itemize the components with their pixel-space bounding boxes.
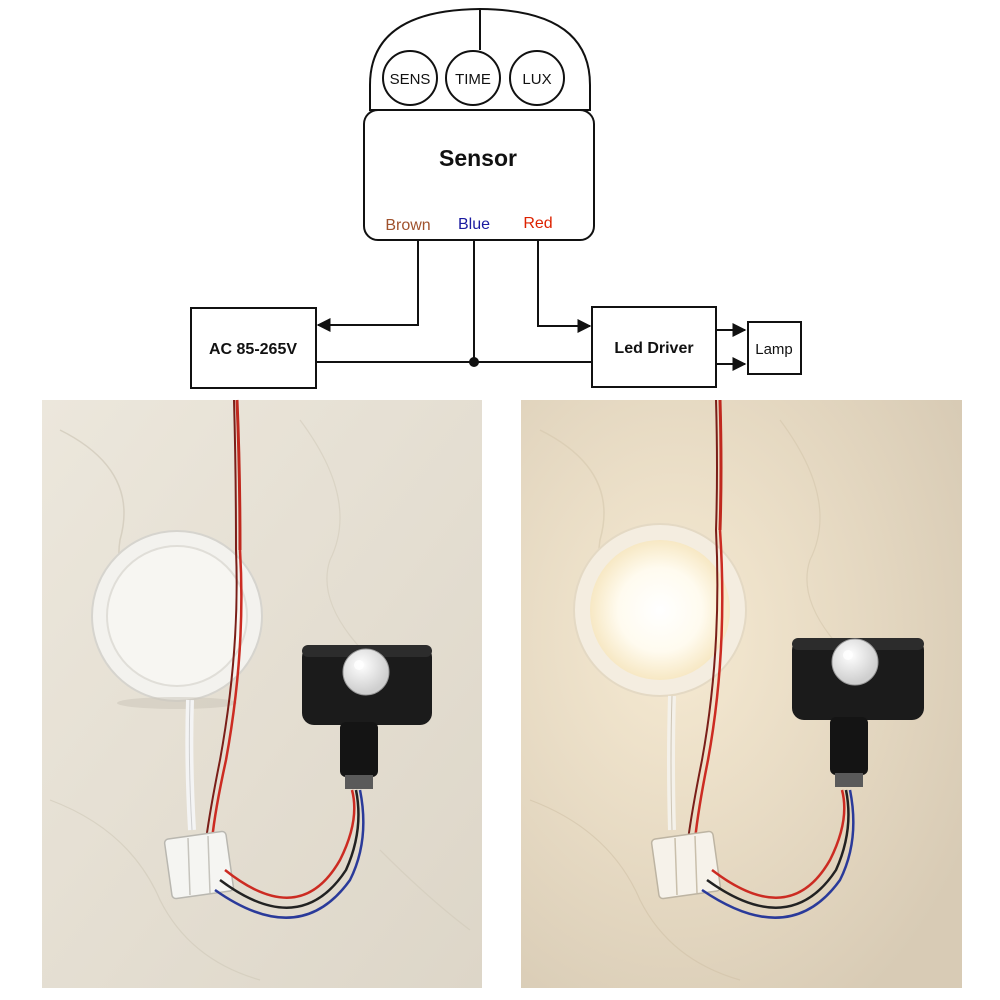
pir-sensor-left <box>302 645 432 789</box>
led-driver-label: Led Driver <box>614 340 693 357</box>
sens-knob: SENS <box>382 50 438 106</box>
lamp-box-label: Lamp <box>755 341 793 358</box>
ac-box <box>190 307 317 389</box>
red-wire <box>537 241 592 333</box>
sensor-title: Sensor <box>439 145 517 171</box>
lamp-box <box>747 321 802 375</box>
led-driver-box <box>591 306 717 388</box>
blue-wire-label: Blue <box>458 216 490 233</box>
downlight-off <box>91 530 263 709</box>
terminal-block-left <box>163 830 235 900</box>
pir-sensor-right <box>792 638 924 787</box>
time-knob-label: TIME <box>455 71 491 88</box>
terminal-block-right <box>650 830 722 900</box>
wiring-diagram: SENS TIME LUX Sensor Brown Blue Red AC 8… <box>190 7 802 389</box>
ac-box-label: AC 85-265V <box>209 341 297 358</box>
lux-knob-label: LUX <box>522 71 551 88</box>
time-knob: TIME <box>445 50 501 106</box>
lux-knob: LUX <box>509 50 565 106</box>
red-wire-label: Red <box>523 215 552 232</box>
sens-knob-label: SENS <box>390 71 431 88</box>
brown-wire-label: Brown <box>385 217 430 234</box>
downlight-on <box>573 523 747 697</box>
sensor-box <box>363 109 595 241</box>
photo-lamp-on <box>521 399 962 988</box>
junction-dot <box>469 357 479 367</box>
photo-lamp-off <box>42 399 482 988</box>
brown-wire <box>316 241 419 332</box>
